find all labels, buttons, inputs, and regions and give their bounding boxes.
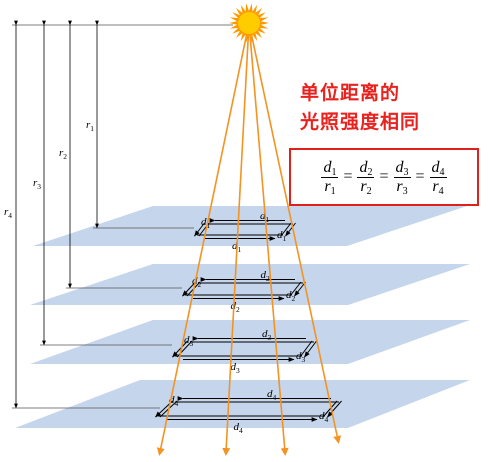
side-label-right-d2: d2: [286, 289, 296, 303]
formula-box: d1 r1 = d2 r2 = d3 r3 = d4 r4: [289, 148, 479, 206]
light-ray-2: [222, 22, 250, 456]
sun-core: [238, 12, 260, 34]
equals-sign: =: [343, 168, 353, 185]
fraction-4: d4 r4: [429, 158, 447, 197]
side-label-bottom-d4: d4: [234, 421, 244, 435]
side-label-left-d4: d4: [169, 394, 179, 408]
side-label-top-d3: d3: [262, 328, 272, 342]
square-2: d2 d2 d2 d2: [182, 269, 306, 314]
labels-layer: r1 r2 r3 r4: [4, 119, 94, 220]
distance-label-r2: r2: [59, 147, 67, 161]
headline-line-2: 光照强度相同: [300, 111, 421, 133]
side-label-left-d3: d3: [184, 334, 194, 348]
light-ray-3: [248, 22, 289, 456]
side-label-top-d2: d2: [261, 269, 271, 283]
side-label-right-d3: d3: [296, 350, 306, 364]
planes-layer: [15, 206, 470, 428]
equals-sign: =: [379, 168, 389, 185]
distance-dimensions: [12, 20, 233, 409]
square-3: d3 d3 d3 d3: [172, 328, 317, 375]
side-label-top-d4: d4: [267, 388, 277, 402]
fraction-2: d2 r2: [357, 158, 375, 197]
distance-label-r4: r4: [4, 206, 12, 220]
side-label-left-d1: d1: [201, 216, 211, 230]
side-label-bottom-d2: d2: [231, 300, 241, 314]
headline-line-1: 单位距离的: [300, 82, 401, 104]
distance-label-r1: r1: [86, 119, 94, 133]
plane-2: [30, 264, 470, 305]
fraction-3: d3 r3: [393, 158, 411, 197]
side-label-bottom-d3: d3: [231, 361, 241, 375]
equals-sign: =: [415, 168, 425, 185]
square-4: d4 d4 d4 d4: [155, 388, 342, 435]
light-ray-4: [248, 22, 342, 444]
fraction-1: d1 r1: [321, 158, 339, 197]
side-label-left-d2: d2: [192, 275, 202, 289]
side-label-right-d1: d1: [277, 229, 287, 243]
light-rays: [156, 22, 342, 456]
side-label-right-d4: d4: [319, 410, 329, 424]
sun-icon: [229, 3, 269, 43]
distance-label-r3: r3: [33, 177, 41, 191]
plane-1: [33, 206, 467, 246]
light-ray-1: [156, 22, 250, 456]
plane-4: [15, 380, 470, 428]
